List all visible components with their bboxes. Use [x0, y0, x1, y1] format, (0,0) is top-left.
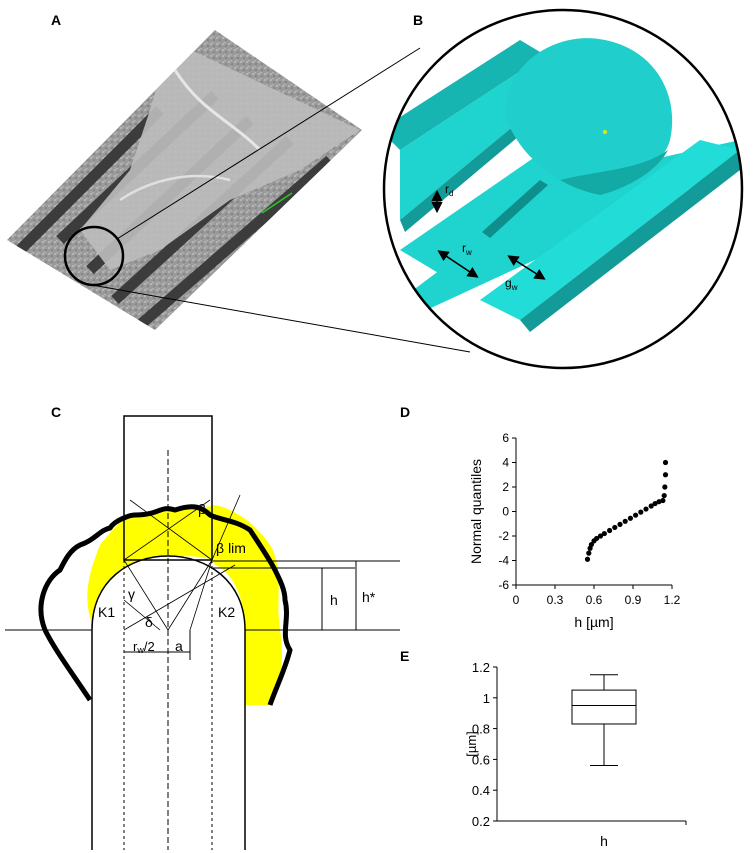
gw-arrow: [507, 255, 546, 280]
box-plot-chart: 1.2 1 0.8 0.6 0.4 0.2 [µm] h: [464, 660, 687, 849]
data-point: [612, 524, 618, 531]
data-point: [656, 499, 662, 505]
scale-bar: [261, 192, 293, 214]
quantile-chart: 6 4 2 0 -2 -4 -6 0 0.3 0.6 0.9 1.2 h [µm] Normal quan…: [468, 431, 681, 630]
h-label: h: [330, 592, 338, 608]
x-axis-label: h: [600, 833, 608, 849]
y-axis-label: [µm]: [464, 731, 479, 757]
data-point: [601, 530, 608, 537]
delta-label: δ: [145, 614, 153, 630]
gw-label: gw: [505, 276, 518, 292]
data-point: [594, 535, 600, 542]
data-point: [627, 515, 634, 521]
y-tick-label: 1.2: [472, 660, 490, 675]
data-point: [648, 503, 654, 509]
data-point: [586, 550, 592, 556]
y-axis-label: Normal quantiles: [468, 459, 484, 564]
beta-label: β: [198, 501, 206, 517]
data-point: [597, 533, 604, 539]
panel-c-letter: C: [51, 404, 62, 420]
y-tick-label: -6: [498, 578, 509, 592]
gamma-label: γ: [128, 586, 135, 602]
data-point: [643, 506, 649, 512]
y-tick-label: -2: [498, 529, 509, 543]
hstar-label: h*: [362, 589, 376, 605]
y-tick-label: 0: [502, 505, 509, 519]
data-point: [622, 518, 628, 524]
rd-label: rd: [445, 182, 453, 198]
k1-label: K1: [98, 604, 115, 620]
model-inset: rd rw gw: [382, 8, 744, 370]
data-point: [588, 541, 595, 548]
data-point: [662, 472, 669, 478]
rw-label: rw: [462, 241, 472, 257]
data-point: [617, 521, 623, 527]
y-tick-label: 1: [483, 691, 490, 706]
sem-image: [7, 30, 362, 330]
x-tick-label: 0.9: [625, 593, 642, 607]
rw2-label: rw/2: [133, 639, 155, 655]
panel-d-letter: D: [400, 404, 411, 420]
y-tick-label: -4: [498, 554, 509, 568]
x-tick-label: 0: [513, 593, 520, 607]
data-point: [633, 512, 639, 518]
data-point: [662, 459, 669, 466]
y-tick-label: 6: [502, 431, 509, 445]
y-tick-label: 4: [502, 456, 509, 470]
data-point: [662, 484, 668, 490]
iqr-box: [571, 689, 637, 725]
x-tick-label: 0.6: [586, 593, 603, 607]
data-point: [584, 556, 591, 562]
y-tick-label: 0.4: [472, 783, 490, 798]
y-tick-label: 0.8: [472, 722, 490, 737]
x-tick-label: 1.2: [664, 593, 681, 607]
data-point: [652, 500, 658, 507]
a-label: a: [175, 638, 183, 654]
data-point: [661, 492, 667, 499]
data-point: [607, 527, 613, 534]
panel-e-letter: E: [400, 648, 410, 664]
x-axis-label: h [µm]: [574, 614, 613, 630]
zoom-line-bottom: [91, 284, 471, 353]
data-point: [638, 509, 644, 515]
y-tick-label: 0.6: [472, 752, 490, 767]
data-point: [660, 497, 666, 504]
panel-a-letter: A: [51, 12, 62, 28]
x-tick-label: 0.3: [547, 593, 564, 607]
y-tick-label: 0.2: [472, 814, 490, 829]
panel-b-letter: B: [413, 12, 424, 28]
y-tick-label: 2: [502, 480, 509, 494]
k2-label: K2: [218, 604, 235, 620]
zoom-line-top: [116, 47, 421, 240]
rw-arrow: [437, 250, 479, 278]
